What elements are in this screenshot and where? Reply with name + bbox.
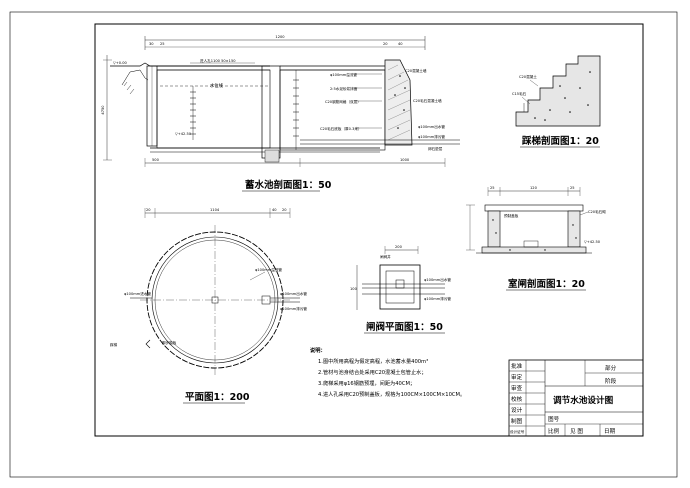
dim-top: 1200 xyxy=(275,35,285,39)
outer-border xyxy=(9,11,678,478)
valve-pipe-2: φ100mm排污管 xyxy=(424,296,451,301)
plan-dim-20b: 20 xyxy=(282,208,287,212)
overflow-pipe-label: φ100mm溢流管 xyxy=(330,72,357,77)
tb-drawing-name: 调节水池设计图 xyxy=(553,394,614,406)
rebar-label: C20钢筋网格（双层） xyxy=(325,99,361,104)
stair-section: C20混凝土 C15毛石 踩梯剖面图1：20 xyxy=(512,55,601,148)
note-4: 4.进人孔采用C20预制盖板，规格为100CM×100CM×10CM。 xyxy=(318,390,465,398)
notes: 说明： 1.图中所用高程为假定高程，水池蓄水量400m³ 2.管材与池身结合处采… xyxy=(310,346,465,398)
plaster-label: 2:5水泥砂浆抹面 xyxy=(330,86,358,91)
note-3: 3.爬梯采用φ16钢筋预埋，间距为40CM； xyxy=(318,379,415,387)
manhole-label: 进人孔1100 50×150 xyxy=(200,58,236,63)
dim-bottom-left: 500 xyxy=(152,158,160,162)
tb-row-4: 校核 xyxy=(511,395,523,403)
tb-row-2: 审定 xyxy=(511,373,523,381)
title-block: 批准 审定 审查 校核 设计 制图 设计证号 部分 阶段 调节水池设计图 图号 … xyxy=(508,359,644,437)
note-2: 2.管材与池身结合处采用C20混凝土包管止水； xyxy=(318,368,427,376)
valve-pipe-1: φ100mm出水管 xyxy=(424,277,451,282)
wall-fill-label: C20毛石混凝土墙 xyxy=(413,98,442,103)
dim-bottom-right: 1000 xyxy=(400,158,410,162)
plan-overflow-label: φ100mm溢流管 xyxy=(255,267,282,272)
tb-no-label: 图号 xyxy=(548,415,560,423)
inlet-pipe-label: φ100mm出水管 xyxy=(418,124,445,129)
notes-head: 说明： xyxy=(310,346,326,354)
stair-section-title: 踩梯剖面图1：20 xyxy=(522,135,599,147)
chamber-dim-1: 25 xyxy=(490,186,495,190)
chamber-elev: ▽+42.50 xyxy=(584,240,601,244)
plan-dim-20: 20 xyxy=(146,208,151,212)
tb-row-7: 设计证号 xyxy=(510,429,525,434)
stair-label-2: C15毛石 xyxy=(512,91,527,96)
tb-dept: 部分 xyxy=(605,364,617,372)
stair-label-1: C20混凝土 xyxy=(519,74,537,79)
plan-dim-main: 1104 xyxy=(210,208,220,212)
elev-bottom: ▽+42.50 xyxy=(175,132,192,136)
elev-left: ▽+0.00 xyxy=(113,61,127,65)
plan-outlet-label: φ100mm出水管 xyxy=(280,291,307,296)
reservoir-section-title: 蓄水池剖面图1：50 xyxy=(245,179,332,191)
dim-left-30: 30 xyxy=(149,42,154,46)
valve-dim-top: 200 xyxy=(395,245,403,249)
dim-right-20: 20 xyxy=(383,42,388,46)
dim-left-25: 25 xyxy=(160,42,165,46)
plan-view: 20 1104 40 20 φ100mm进水管 φ100mm溢流管 φ100mm… xyxy=(110,208,307,404)
plan-foot-label: 脚步踏板 xyxy=(162,340,177,345)
chamber-wall-label: C20毛石砌 xyxy=(588,209,606,214)
tb-scale-value: 见 图 xyxy=(570,427,583,435)
plan-dim-40: 40 xyxy=(272,208,277,212)
height-dim: 4750 xyxy=(101,105,105,115)
dim-right-40: 40 xyxy=(398,42,403,46)
chamber-section-title: 室闸剖面图1：20 xyxy=(508,278,585,290)
plan-inlet-label: φ100mm进水管 xyxy=(124,291,151,296)
tb-row-1: 批准 xyxy=(511,362,523,370)
valve-box-label: 闸阀井 xyxy=(380,254,391,259)
bottom-slab-label: C20毛石底板（厚0.3米） xyxy=(320,126,362,131)
chamber-section: 25 120 25 预制盖板 C20毛石砌 ▽+42.50 室闸剖面图1：20 xyxy=(466,186,606,291)
valve-plan-title: 闸阀平面图1：50 xyxy=(366,321,443,333)
water-level-label: 水位线 xyxy=(210,82,224,89)
plan-stair-label: 踩梯 xyxy=(110,342,118,347)
gravel-label: 卵石垫层 xyxy=(428,146,443,151)
plan-drain-label: φ100mm排污管 xyxy=(280,306,307,311)
valve-plan: 200 闸阀井 100 φ100mm出水管 φ100mm排污管 闸阀平面图1：5… xyxy=(350,245,451,334)
tb-date-label: 日期 xyxy=(604,428,616,435)
tb-row-6: 制图 xyxy=(511,417,523,425)
tb-stage: 阶段 xyxy=(605,377,617,385)
note-1: 1.图中所用高程为假定高程，水池蓄水量400m³ xyxy=(318,357,428,365)
plan-title: 平面图1：200 xyxy=(185,392,250,403)
valve-dim-side: 100 xyxy=(350,287,358,291)
tb-row-3: 审查 xyxy=(511,384,523,392)
concrete-label: C20混凝土墙 xyxy=(405,68,427,73)
reservoir-section: 1200 30 25 20 40 4750 ▽+0.00 进人孔1100 50×… xyxy=(101,35,460,192)
inner-border xyxy=(94,23,644,437)
chamber-dim-2: 120 xyxy=(530,186,538,190)
chamber-cover-label: 预制盖板 xyxy=(504,213,519,218)
outlet-pipe-label: φ100mm排污管 xyxy=(418,134,445,139)
chamber-dim-3: 25 xyxy=(570,186,575,190)
tb-scale-label: 比例 xyxy=(548,427,560,435)
tb-row-5: 设计 xyxy=(511,406,523,414)
